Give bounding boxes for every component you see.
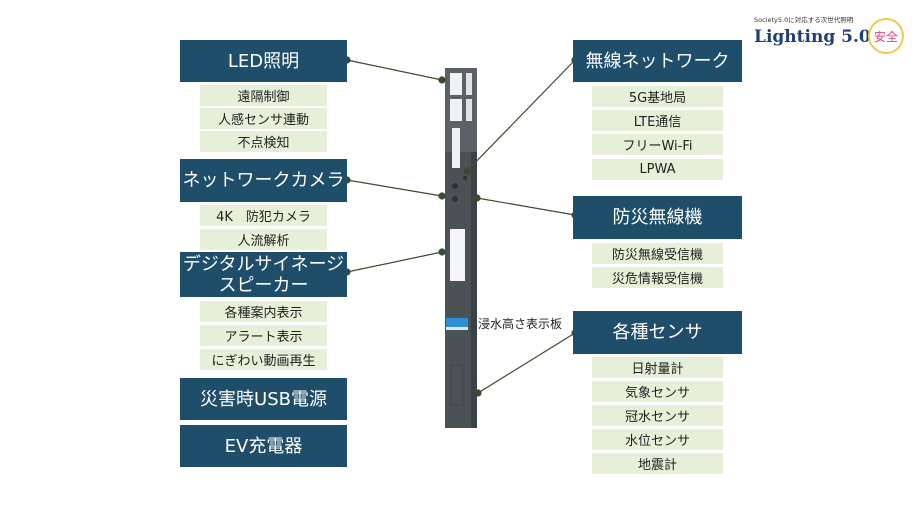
item-free-wifi: フリーWi-Fi [592, 134, 723, 155]
lighting-logo: Society5.0に対応する次世代照明 Lighting 5.0 安全 [748, 10, 914, 60]
item-5g-base-station: 5G基地局 [592, 86, 723, 107]
item-failure-detection: 不点検知 [200, 131, 327, 152]
signage-panel [450, 229, 465, 281]
item-lte: LTE通信 [592, 110, 723, 131]
flood-height-plate [446, 318, 468, 327]
item-water-level-sensor: 水位センサ [592, 429, 723, 450]
header-digital-signage: デジタルサイネージ スピーカー [180, 252, 347, 297]
logo-tagline: Society5.0に対応する次世代照明 [754, 16, 854, 24]
item-solar-radiation: 日射量計 [592, 357, 723, 378]
logo-brand: Lighting 5.0 [754, 27, 871, 47]
item-motion-sensor: 人感センサ連動 [200, 108, 327, 129]
item-guidance-display: 各種案内表示 [200, 301, 327, 322]
header-disaster-radio: 防災無線機 [573, 196, 742, 239]
item-flooding-sensor: 冠水センサ [592, 405, 723, 426]
item-video-playback: にぎわい動画再生 [200, 349, 327, 370]
flood-height-label: 浸水高さ表示板 [478, 317, 563, 331]
item-alert-display: アラート表示 [200, 325, 327, 346]
led-lighting-head [445, 68, 477, 168]
header-wireless-network: 無線ネットワーク [573, 40, 742, 82]
item-seismometer: 地震計 [592, 453, 723, 474]
item-lpwa: LPWA [592, 159, 723, 180]
header-sensors: 各種センサ [573, 311, 742, 354]
logo-badge: 安全 [868, 18, 904, 54]
header-network-camera: ネットワークカメラ [180, 159, 347, 202]
camera-lens [452, 183, 458, 189]
item-remote-control: 遠隔制御 [200, 85, 327, 106]
header-ev-charger: EV充電器 [180, 425, 347, 467]
item-weather-sensor: 気象センサ [592, 381, 723, 402]
item-hazard-info-receiver: 災危情報受信機 [592, 267, 723, 288]
item-4k-camera: 4K 防犯カメラ [200, 205, 327, 226]
header-led-lighting: LED照明 [180, 40, 347, 82]
item-disaster-radio-receiver: 防災無線受信機 [592, 243, 723, 264]
header-usb-power: 災害時USB電源 [180, 378, 347, 420]
item-people-flow: 人流解析 [200, 229, 327, 250]
